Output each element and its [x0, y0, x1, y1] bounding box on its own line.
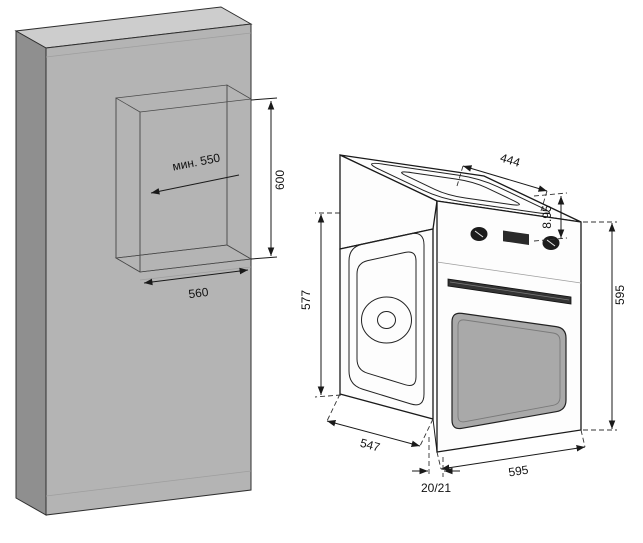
control-panel-seam — [436, 261, 582, 284]
niche-width-arrow — [143, 267, 249, 286]
body-height-label: 577 — [299, 290, 313, 310]
oven-width-dimension: 595 — [436, 429, 586, 480]
top-width-dimension: 444 — [456, 151, 548, 212]
top-width-arrow — [462, 165, 548, 192]
oven-height-label: 595 — [613, 285, 627, 305]
knob-left-pointer — [474, 230, 484, 238]
door-protrusion-dimension: 20/21 — [412, 437, 460, 495]
cabinet-side-panel — [15, 30, 47, 516]
knob-right-pointer — [546, 239, 556, 247]
cabinet-plinth-line — [45, 470, 252, 497]
oven-figure: 444 8.95 595 577 547 — [299, 151, 627, 495]
fan-hub — [377, 311, 396, 329]
niche-height-dimension: 600 — [250, 97, 287, 260]
control-display — [503, 230, 529, 245]
panel-offset-dimension: 8.95 — [533, 192, 568, 242]
body-depth-label: 547 — [359, 436, 382, 455]
oven-height-dimension: 595 — [583, 221, 627, 431]
cabinet-top-edge-seam — [45, 32, 252, 58]
panel-offset-label: 8.95 — [540, 205, 554, 229]
body-door-connector — [432, 418, 438, 453]
niche-width-label: 560 — [188, 285, 210, 301]
body-height-dimension: 577 — [299, 212, 342, 398]
door-window-inner — [457, 319, 561, 423]
cabinet-figure: мин. 550 600 560 — [14, 6, 287, 516]
niche-depth-arrow — [150, 174, 240, 195]
body-depth-arrow — [326, 420, 421, 447]
oven-body-face — [339, 228, 434, 420]
body-depth-dimension: 547 — [326, 393, 434, 455]
door-handle — [447, 278, 572, 305]
niche-width-dimension: 560 — [143, 267, 249, 301]
oven-width-arrow — [440, 445, 586, 471]
niche-height-label: 600 — [273, 170, 287, 190]
top-width-label: 444 — [499, 151, 523, 170]
door-window — [451, 312, 567, 430]
body-emboss-inner — [356, 251, 417, 387]
cabinet-front-panel — [45, 23, 252, 516]
oven-width-label: 595 — [507, 463, 529, 480]
handle-highlight — [449, 281, 570, 301]
door-protrusion-label: 20/21 — [421, 481, 451, 495]
body-emboss-outer — [348, 232, 425, 406]
fan-circle — [361, 296, 412, 344]
